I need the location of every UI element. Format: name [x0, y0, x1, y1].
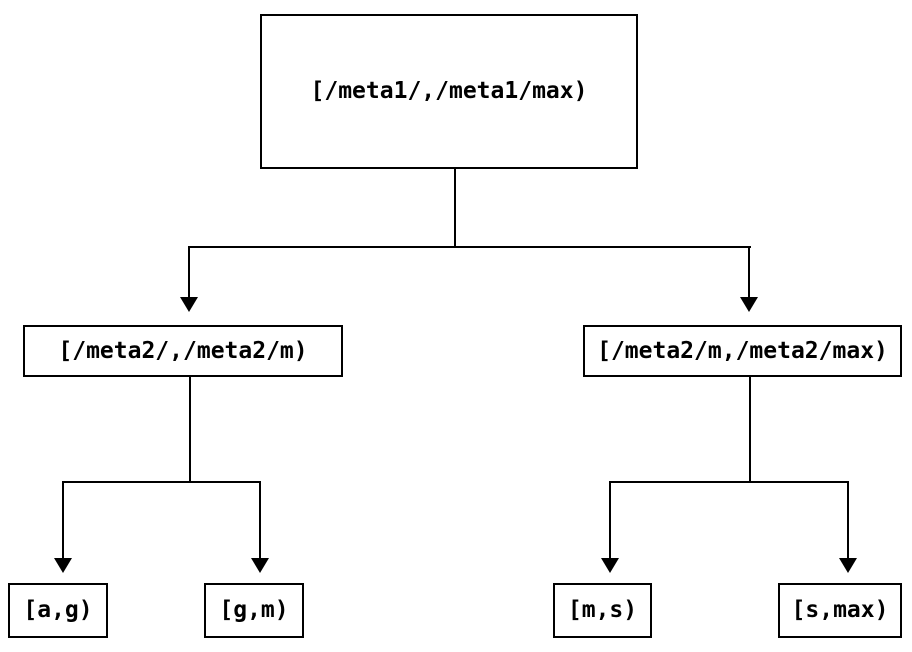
node-meta2-upper-range: [/meta2/m,/meta2/max)	[583, 325, 902, 377]
edge-right-subtree-rail	[609, 481, 849, 483]
node-leaf-g-m: [g,m)	[204, 583, 304, 638]
arrow-down-icon	[740, 297, 758, 312]
edge-left-subtree-rail	[62, 481, 261, 483]
arrow-down-icon	[601, 558, 619, 573]
node-leaf-s-max: [s,max)	[778, 583, 902, 638]
edge-drop-to-left	[188, 246, 190, 300]
node-meta2-lower-range: [/meta2/,/meta2/m)	[23, 325, 343, 377]
edge-drop-to-right	[748, 246, 750, 300]
edge-drop-to-leaf3	[609, 481, 611, 559]
node-leaf-a-g: [a,g)	[8, 583, 108, 638]
edge-left-stem	[189, 377, 191, 483]
edge-drop-to-leaf2	[259, 481, 261, 559]
edge-drop-to-leaf4	[847, 481, 849, 559]
arrow-down-icon	[54, 558, 72, 573]
arrow-down-icon	[251, 558, 269, 573]
edge-drop-to-leaf1	[62, 481, 64, 559]
arrow-down-icon	[839, 558, 857, 573]
edge-root-stem	[454, 169, 456, 248]
node-leaf-m-s: [m,s)	[553, 583, 652, 638]
edge-right-stem	[749, 377, 751, 483]
arrow-down-icon	[180, 297, 198, 312]
node-root-meta1-range: [/meta1/,/meta1/max)	[260, 14, 638, 169]
edge-level1-rail	[188, 246, 751, 248]
